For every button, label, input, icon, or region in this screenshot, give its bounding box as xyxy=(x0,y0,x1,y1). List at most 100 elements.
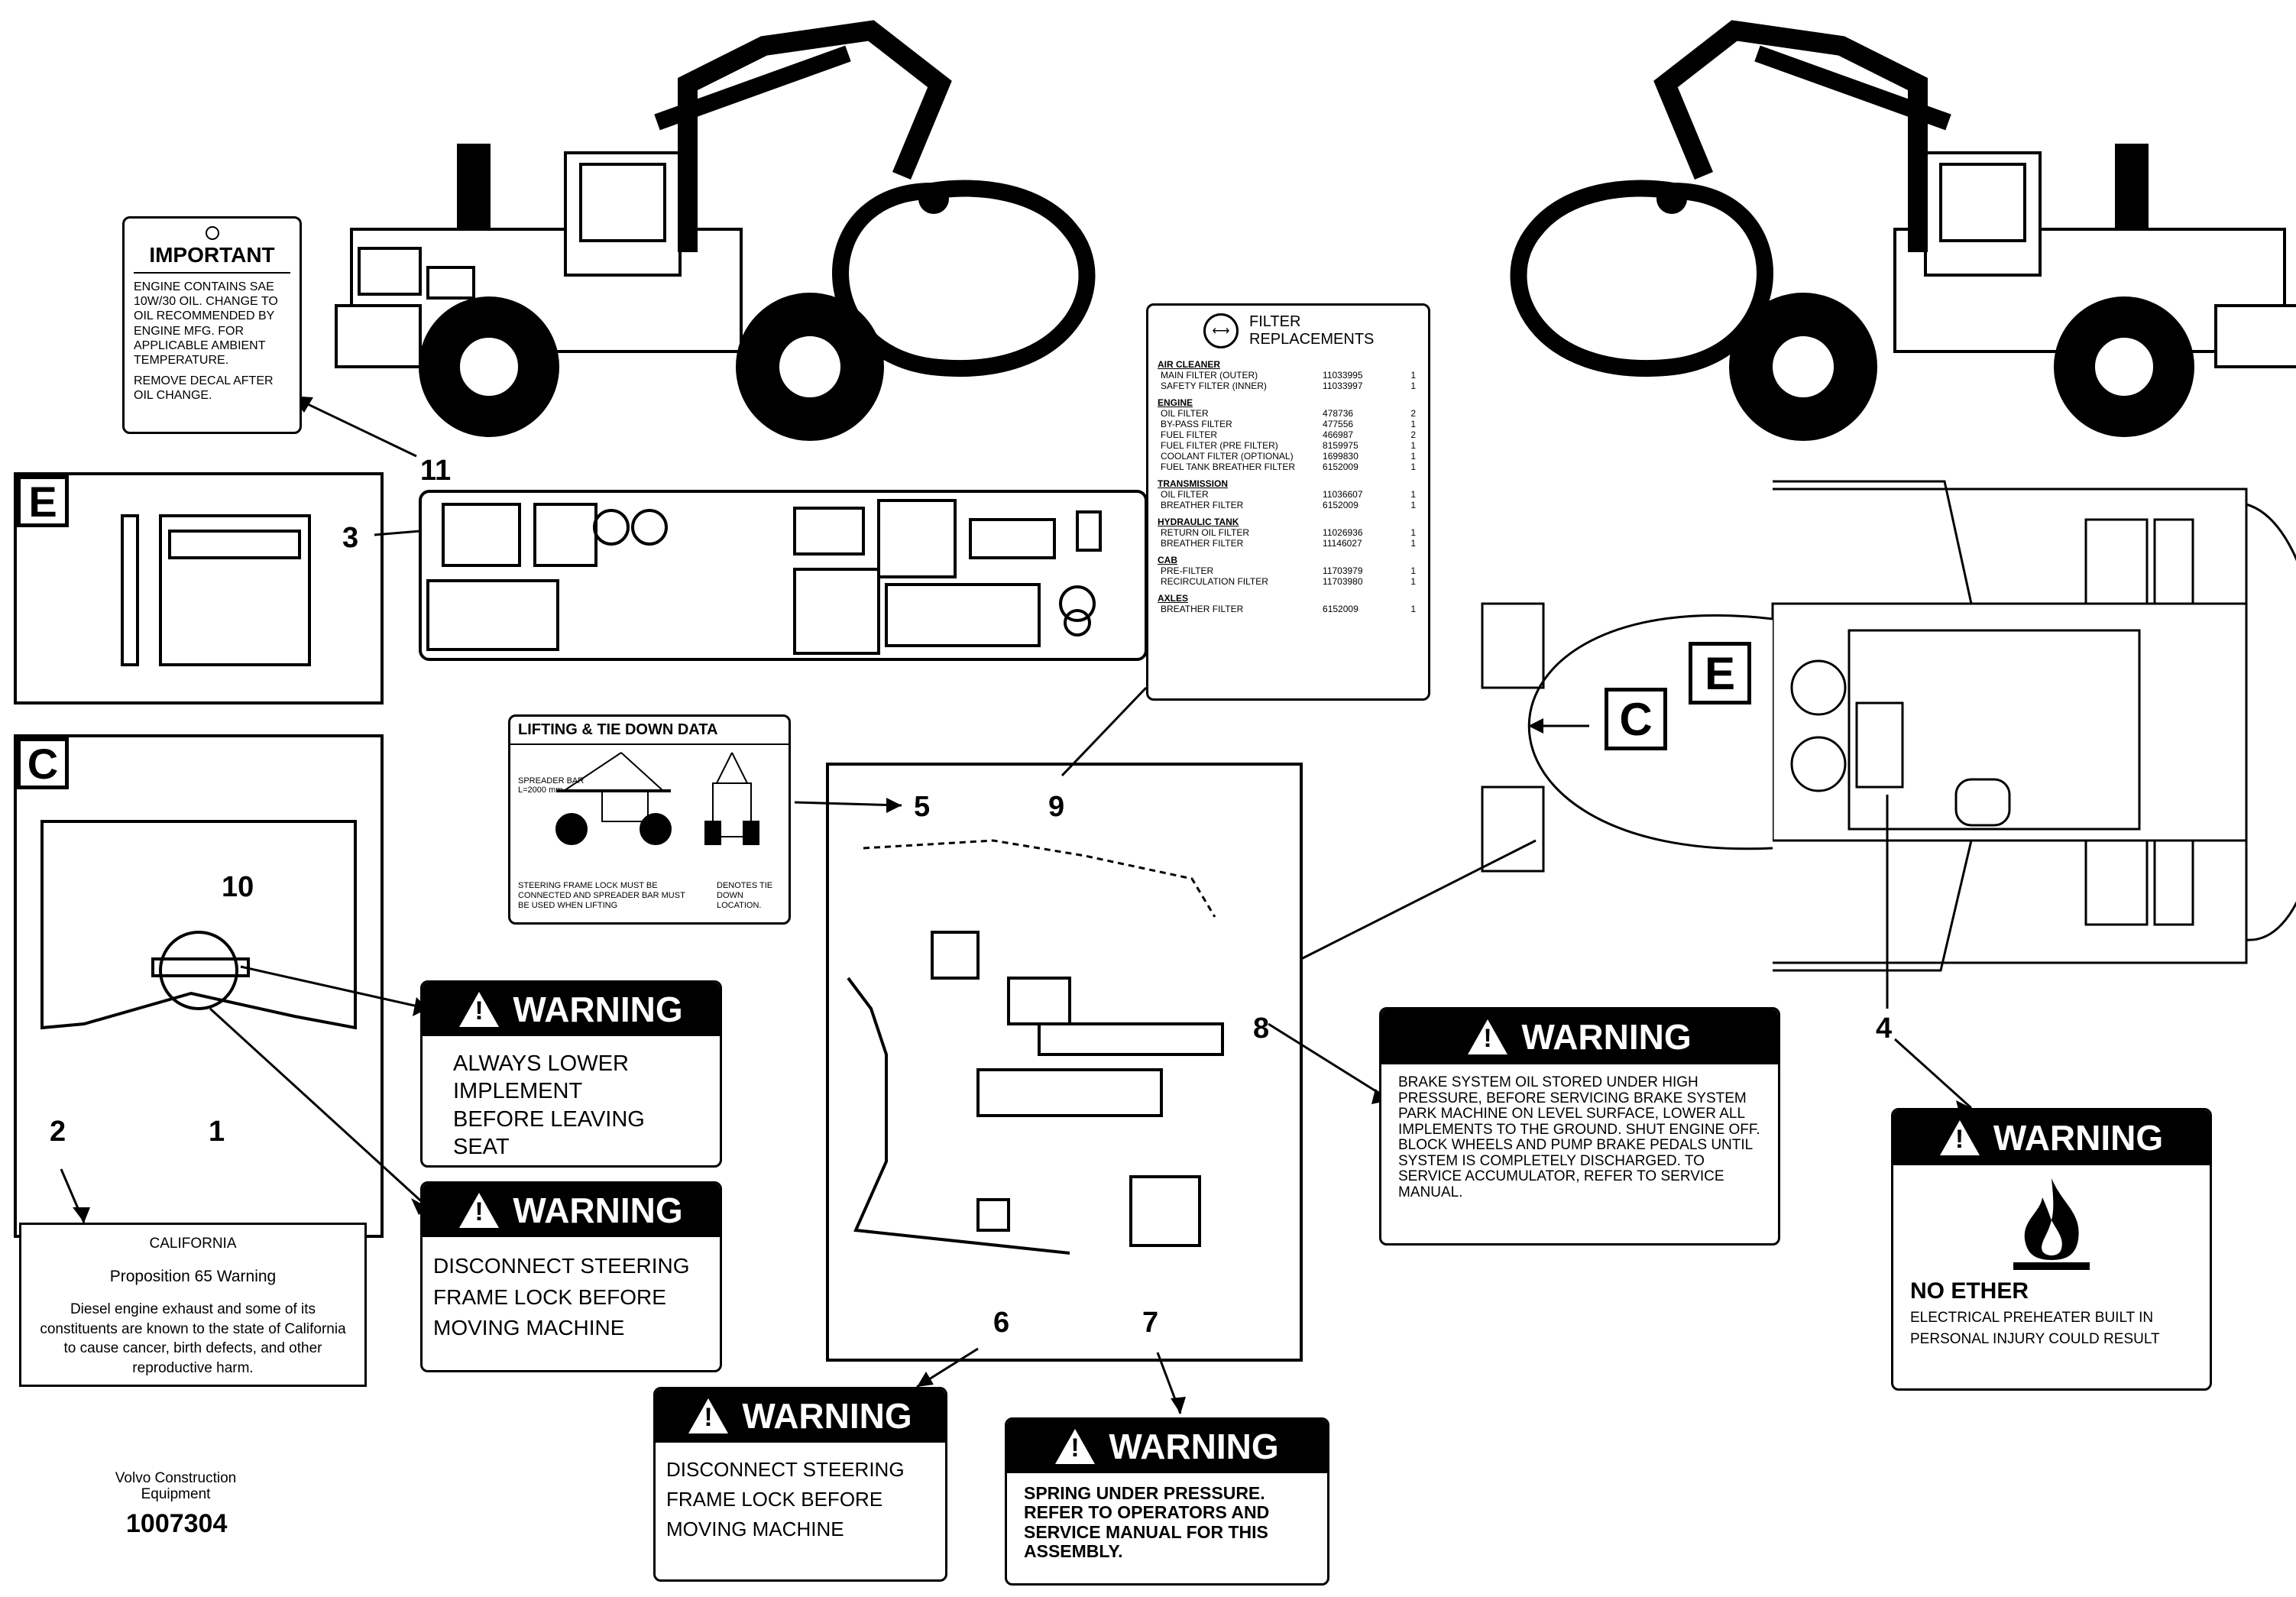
warning-header: WARNING xyxy=(742,1396,912,1436)
callout-8: 8 xyxy=(1253,1012,1270,1045)
filter-row: FUEL TANK BREATHER FILTER 6152009 1 xyxy=(1158,462,1419,472)
callout-3: 3 xyxy=(342,522,359,554)
warning-spring-text: SPRING UNDER PRESSURE. REFER TO OPERATOR… xyxy=(1024,1483,1270,1561)
detail-frame xyxy=(826,763,1303,1362)
filter-name: FUEL FILTER (PRE FILTER) xyxy=(1161,440,1278,451)
lifting-illustration xyxy=(555,752,759,845)
filter-part-number: 6152009 xyxy=(1323,462,1358,472)
callout-11: 11 xyxy=(420,455,452,487)
callout-2: 2 xyxy=(50,1116,66,1148)
warning-triangle-icon xyxy=(459,1193,500,1228)
important-body: ENGINE CONTAINS SAE 10W/30 OIL. CHANGE T… xyxy=(134,280,278,367)
view-letter-c: C xyxy=(17,737,69,789)
warning-header: WARNING xyxy=(1521,1017,1692,1057)
callout-9: 9 xyxy=(1048,791,1065,823)
machine-left-side-view xyxy=(335,20,1096,441)
footer-doc-number: 1007304 xyxy=(126,1509,228,1538)
filter-name: OIL FILTER xyxy=(1161,408,1209,419)
callout-10: 10 xyxy=(222,871,254,903)
filter-qty: 1 xyxy=(1410,462,1416,472)
filter-part-number: 477556 xyxy=(1323,419,1354,429)
ether-title: NO ETHER xyxy=(1910,1278,2029,1304)
filter-part-number: 11033995 xyxy=(1323,370,1363,381)
filter-part-number: 6152009 xyxy=(1323,500,1358,510)
warning-disconnect-steering-1: WARNING DISCONNECT STEERING FRAME LOCK B… xyxy=(420,1181,722,1372)
important-footer: REMOVE DECAL AFTER OIL CHANGE. xyxy=(134,374,274,403)
top-view-letter-e: E xyxy=(1689,642,1751,705)
warning-triangle-icon xyxy=(688,1398,729,1433)
callout-5: 5 xyxy=(914,791,931,823)
warning-no-ether: WARNING NO ETHER ELECTRICAL PREHEATER BU… xyxy=(1891,1108,2212,1391)
filter-group-name: CAB xyxy=(1158,555,1177,565)
filter-name: FUEL TANK BREATHER FILTER xyxy=(1161,462,1296,472)
filter-name: BY-PASS FILTER xyxy=(1161,419,1232,429)
filter-part-number: 6152009 xyxy=(1323,604,1358,614)
callout-6: 6 xyxy=(993,1307,1010,1339)
warning-header: WARNING xyxy=(513,1190,683,1230)
important-decal: IMPORTANT ENGINE CONTAINS SAE 10W/30 OIL… xyxy=(122,216,302,434)
warning-disconnect-steering-2: WARNING DISCONNECT STEERING FRAME LOCK B… xyxy=(653,1387,947,1582)
callout-7: 7 xyxy=(1142,1307,1159,1339)
filter-icon: ⟷ xyxy=(1203,313,1239,348)
warning-brake-system: WARNING BRAKE SYSTEM OIL STORED UNDER HI… xyxy=(1379,1007,1780,1246)
filter-row: OIL FILTER 478736 2 xyxy=(1158,408,1419,419)
filter-qty: 1 xyxy=(1410,527,1416,538)
machine-right-side-view xyxy=(1510,20,2296,441)
filter-name: RETURN OIL FILTER xyxy=(1161,527,1250,538)
filter-part-number: 466987 xyxy=(1323,429,1354,440)
lifting-note: STEERING FRAME LOCK MUST BE CONNECTED AN… xyxy=(518,881,685,911)
filter-title: FILTER REPLACEMENTS xyxy=(1249,313,1375,348)
lifting-denotes: DENOTES TIE DOWN LOCATION. xyxy=(717,881,773,911)
filter-group-name: ENGINE xyxy=(1158,397,1193,408)
filter-qty: 1 xyxy=(1410,489,1416,500)
view-e-frame xyxy=(14,472,384,705)
ether-body: ELECTRICAL PREHEATER BUILT IN PERSONAL I… xyxy=(1910,1310,2160,1347)
california-subtitle: Proposition 65 Warning xyxy=(109,1268,277,1285)
callout-4: 4 xyxy=(1876,1012,1893,1045)
filter-name: FUEL FILTER xyxy=(1161,429,1218,440)
warning-header: WARNING xyxy=(1993,1118,2164,1158)
filter-group-name: TRANSMISSION xyxy=(1158,478,1229,489)
warning-header: WARNING xyxy=(1109,1427,1279,1466)
filter-qty: 2 xyxy=(1410,408,1416,419)
callout-1: 1 xyxy=(209,1116,225,1148)
top-view-letter-c: C xyxy=(1605,688,1667,750)
filter-qty: 1 xyxy=(1410,538,1416,549)
warning-disconnect1-text: DISCONNECT STEERING FRAME LOCK BEFORE MO… xyxy=(433,1254,690,1340)
california-body: Diesel engine exhaust and some of its co… xyxy=(40,1301,346,1376)
warning-triangle-icon xyxy=(459,992,500,1027)
filter-part-number: 478736 xyxy=(1323,408,1354,419)
footer-company: Volvo Construction Equipment xyxy=(115,1470,237,1502)
filter-part-number: 11703979 xyxy=(1323,565,1363,576)
filter-part-number: 8159975 xyxy=(1323,440,1358,451)
dashboard-panel xyxy=(419,490,1148,661)
filter-part-number: 11146027 xyxy=(1323,538,1362,549)
filter-part-number: 11703980 xyxy=(1323,576,1363,587)
warning-always-lower: WARNING ALWAYS LOWER IMPLEMENT BEFORE LE… xyxy=(420,980,722,1168)
warning-lower-text: ALWAYS LOWER IMPLEMENT BEFORE LEAVING SE… xyxy=(453,1051,645,1159)
warning-header: WARNING xyxy=(513,990,683,1029)
filter-qty: 1 xyxy=(1410,565,1416,576)
lifting-decal: LIFTING & TIE DOWN DATA SPREADER BAR L=2… xyxy=(508,714,791,925)
filter-group-name: HYDRAULIC TANK xyxy=(1158,517,1239,527)
lifting-spreader: SPREADER BAR L=2000 mm xyxy=(518,776,585,795)
filter-qty: 1 xyxy=(1410,370,1416,381)
important-title: IMPORTANT xyxy=(134,243,290,274)
california-title: CALIFORNIA xyxy=(149,1236,237,1252)
